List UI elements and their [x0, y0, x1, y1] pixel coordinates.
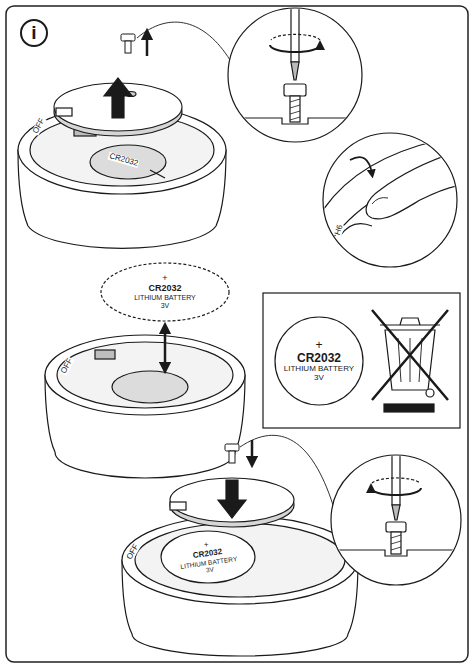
lower-arrow — [218, 480, 246, 518]
illustration-part — [150, 170, 165, 178]
device-closing — [122, 516, 358, 656]
zoom-press-tab — [318, 133, 465, 267]
zoom-screw-in — [330, 450, 462, 585]
info-symbol: i — [20, 19, 48, 47]
illustration-part — [391, 535, 401, 550]
node-text: 3V — [314, 374, 324, 383]
node-text: LITHIUM BATTERY — [134, 294, 196, 302]
node-text: CR2032 — [148, 284, 181, 294]
node-text: 3V — [161, 302, 170, 310]
illustration-part — [384, 404, 434, 412]
node-text-group: +CR2032LITHIUM BATTERY3V — [100, 262, 230, 322]
battery-cell: +CR2032LITHIUM BATTERY3V — [100, 262, 230, 322]
illustration-part — [372, 310, 448, 400]
illustration-part — [170, 502, 186, 510]
node-text: CR2032 — [297, 352, 341, 365]
lid-lowered — [170, 478, 294, 527]
node-text: + — [315, 339, 322, 352]
device-empty — [45, 328, 245, 478]
illustration-part — [290, 96, 300, 122]
node-shape — [21, 20, 47, 46]
illustration-part — [291, 62, 299, 80]
battery-cell: +CR2032LITHIUM BATTERY3V — [160, 530, 256, 584]
zoom-unscrew — [228, 0, 362, 142]
battery-cell: +CR2032LITHIUM BATTERY3V — [274, 316, 364, 406]
lid-lifted — [54, 78, 182, 136]
illustration-part — [122, 516, 358, 604]
node-text: + — [162, 274, 167, 284]
frame-border — [6, 6, 468, 662]
illustration-part — [228, 0, 362, 124]
illustration-part — [284, 84, 306, 96]
node-text-group: +CR2032LITHIUM BATTERY3V — [274, 316, 364, 406]
illustration-part — [391, 532, 401, 554]
illustration-part — [371, 488, 421, 495]
illustration-part — [270, 45, 320, 52]
node-text: 3V — [205, 565, 214, 573]
swap-arrow — [164, 328, 167, 368]
illustration-part — [386, 522, 406, 532]
node-text: i — [31, 23, 36, 44]
illustration-part — [318, 140, 465, 248]
illustration-part — [385, 330, 435, 390]
lift-arrow — [104, 78, 132, 118]
node-shape — [161, 531, 255, 583]
illustration-part — [380, 324, 440, 325]
disposal-panel — [263, 293, 460, 428]
illustration-part — [400, 318, 420, 325]
node-text-group: i — [20, 19, 48, 47]
illustration-part — [350, 157, 372, 174]
node-shape — [275, 317, 363, 405]
illustration-part — [121, 34, 135, 41]
leader-line — [240, 435, 333, 505]
illustration-part — [135, 523, 345, 597]
illustration-part — [56, 108, 72, 116]
screw-top — [121, 22, 230, 60]
illustration-part — [366, 150, 465, 219]
screw-bottom — [225, 435, 333, 505]
illustration-part — [225, 444, 239, 451]
illustration-part — [372, 198, 388, 204]
illustration-part — [271, 34, 320, 40]
illustration-part — [330, 450, 462, 556]
illustration-part — [95, 350, 115, 359]
illustration-part — [112, 371, 188, 403]
illustration-part — [170, 478, 294, 522]
node-text: LITHIUM BATTERY — [284, 365, 354, 374]
illustration-part — [229, 451, 235, 463]
leader-line — [137, 22, 230, 60]
node-shape — [101, 263, 229, 321]
illustration-part — [392, 505, 400, 520]
illustration-part — [125, 41, 131, 53]
illustration-part — [263, 293, 460, 428]
illustration-part — [45, 335, 245, 415]
illustration-part — [372, 478, 420, 483]
illustration-part — [57, 342, 233, 408]
screw-arrow — [146, 34, 149, 56]
node-text-group: +CR2032LITHIUM BATTERY3V — [157, 524, 260, 591]
illustration-part — [290, 99, 300, 120]
illustration-part — [426, 389, 434, 397]
illustration-part — [251, 440, 254, 462]
illustration-part — [90, 145, 166, 179]
